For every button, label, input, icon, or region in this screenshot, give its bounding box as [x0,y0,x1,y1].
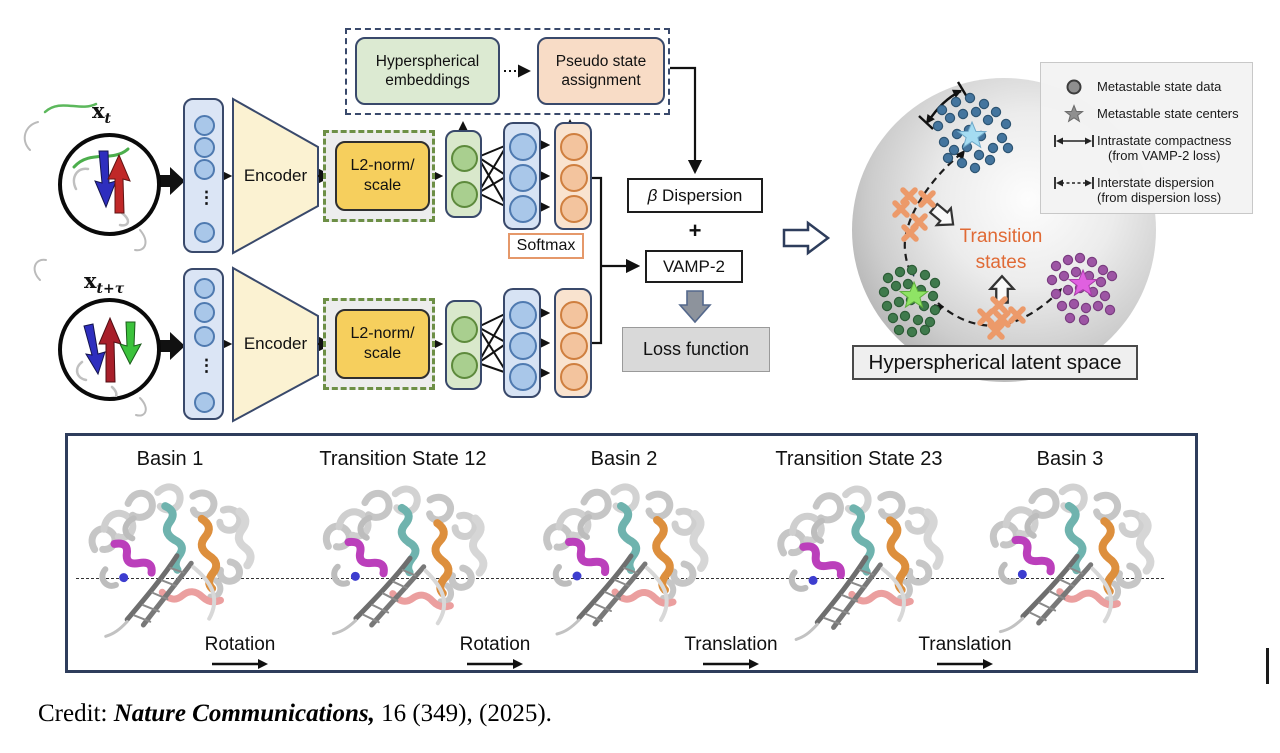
protein-structure [72,469,268,646]
right-arrow-icon [467,659,523,669]
encoder-bottom-label: Encoder [243,334,308,353]
hidden-layer-top [503,122,541,230]
state-label: Transition State 23 [775,448,943,470]
transition-label: Rotation [435,634,555,670]
state-label: Basin 3 [1036,448,1104,470]
embedding-layer-top [445,130,482,218]
protein-structure [972,469,1168,646]
transition-state-markers [892,187,1026,340]
ellipsis-dots: ⋮ [198,356,215,375]
right-arrow-icon [212,659,268,669]
credit-prefix: Credit: [38,700,114,727]
softmax-label: Softmax [508,233,584,259]
trajectory-green-purple [937,289,1061,327]
transition-arrow-lower [987,274,1017,304]
beta-dispersion-box: β Dispersion [627,178,763,213]
state-label: Basin 2 [590,448,658,470]
protein-structure [305,471,501,648]
transition-arrow-upper [928,202,955,227]
input-label-t-tau: xt+τ [84,268,125,298]
credit-citation: 16 (349), (2025). [374,700,552,727]
loss-function-box: Loss function [622,327,770,372]
vamp2-box: VAMP-2 [645,250,743,283]
loop-green-top [43,102,98,114]
plus-sign: + [688,218,702,243]
protein-structure [760,469,959,649]
protein-cartoon-t-tau [75,316,143,397]
state-label: Basin 1 [136,448,204,470]
transition-label: Translation [905,634,1025,670]
credit-journal: Nature Communications, [113,700,375,727]
to-sphere-block-arrow [782,220,831,256]
protein-cartoon-t [72,147,131,227]
interstate-dispersion-icon [1051,175,1097,190]
encoder-top-shape [232,97,319,255]
right-arrow-icon [703,659,759,669]
right-arrow-icon [937,659,993,669]
transition-label: Rotation [180,634,300,670]
pseudo-state-module [345,28,670,115]
output-layer-top [554,122,592,230]
protein-circle-t [58,133,161,236]
input-layer-top: ⋮ [183,98,224,253]
intrastate-compactness-icon [1051,133,1097,148]
input-label-t: xt [92,98,111,128]
input-arrow-bottom [155,332,185,360]
cluster-blue [932,92,1014,174]
transition-label: Translation [671,634,791,670]
star-green [898,280,930,309]
compactness-marker [918,81,969,130]
metastable-data-icon [1051,77,1097,96]
protein-structure [529,472,719,642]
conformations-panel: Basin 1 Transition State 12 Basin 2 Tran… [65,433,1198,673]
legend-label: Metastable state centers [1097,106,1239,121]
state-label: Transition State 12 [319,448,487,470]
loss-block-arrow [678,290,712,324]
legend-label: Interstate dispersion (from dispersion l… [1097,175,1222,206]
embedding-layer-bottom [445,300,482,390]
l2-box-bottom: L2-norm/scale [335,309,430,379]
legend-label: Intrastate compactness (from VAMP-2 loss… [1097,133,1232,164]
legend-label: Metastable state data [1097,79,1222,94]
text-cursor [1266,648,1269,684]
latent-space-caption: Hyperspherical latent space [852,345,1138,380]
metastable-centers-icon [1051,103,1097,124]
reference-dashed-line [76,578,1164,579]
hidden-layer-bottom [503,288,541,398]
l2-box-top: L2-norm/scale [335,141,430,211]
sphere-legend: Metastable state data Metastable state c… [1040,62,1253,214]
encoder-top-label: Encoder [243,166,308,185]
credit-line: Credit: Nature Communications, 16 (349),… [38,700,552,728]
output-layer-bottom [554,288,592,398]
star-blue [956,120,988,149]
ellipsis-dots: ⋮ [198,188,215,207]
input-layer-bottom: ⋮ [183,268,224,420]
star-purple [1067,268,1099,297]
input-arrow-top [155,167,185,195]
protein-circle-t-tau [58,298,161,401]
encoder-bottom-shape [232,266,319,423]
